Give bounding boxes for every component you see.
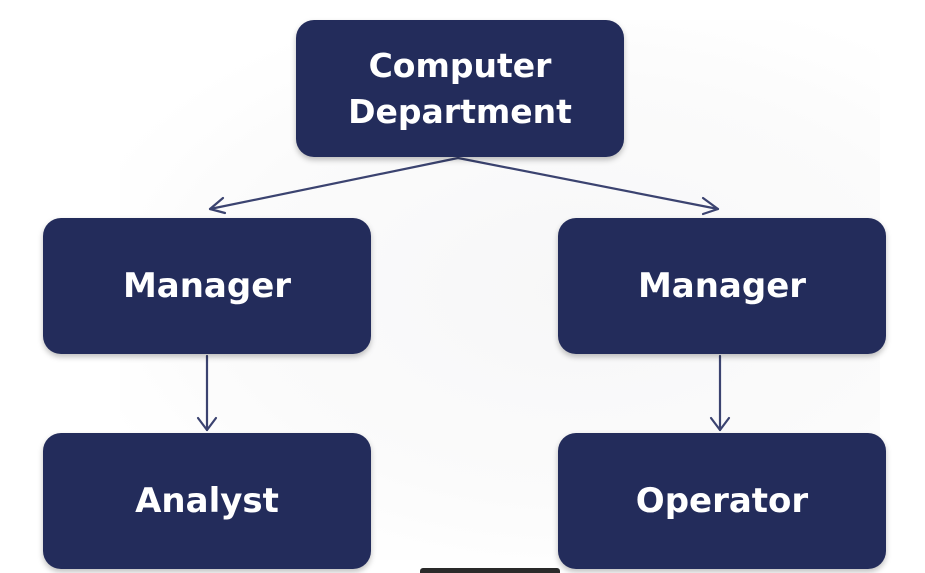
node-root-line1: Computer [368, 45, 552, 85]
node-operator: Operator [558, 433, 886, 569]
node-manager-left-label: Manager [122, 266, 292, 306]
node-analyst: Analyst [43, 433, 371, 569]
node-computer-department: Computer Department [296, 20, 624, 157]
bottom-edge-bar [420, 568, 560, 573]
node-root-line2: Department [348, 91, 572, 131]
node-manager-left: Manager [43, 218, 371, 354]
node-operator-label: Operator [635, 481, 809, 521]
node-manager-right: Manager [558, 218, 886, 354]
node-manager-right-label: Manager [637, 266, 807, 306]
node-analyst-label: Analyst [135, 481, 279, 521]
